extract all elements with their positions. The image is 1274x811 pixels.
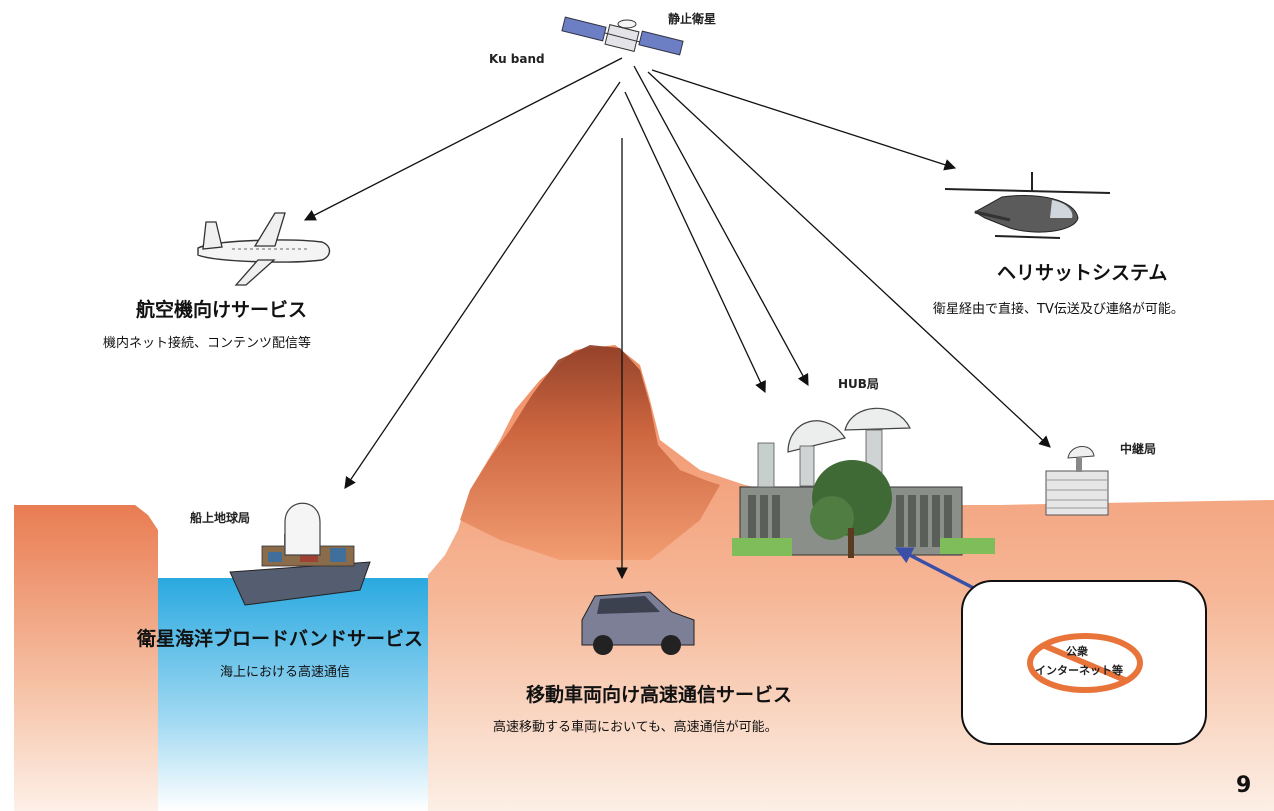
ku-band-label: Ku band — [489, 52, 545, 66]
arrow-to-hub-1 — [624, 91, 766, 394]
public-net-line1: 公衆 — [1066, 645, 1088, 658]
vehicle-service-desc: 高速移動する車両においても、高速通信が可能。 — [493, 720, 778, 735]
maritime-broadband-desc: 海上における高速通信 — [220, 665, 351, 680]
satellite-label: 静止衛星 — [668, 12, 717, 26]
mountain — [460, 345, 720, 560]
arrow-to-aircraft — [303, 57, 623, 221]
ship-station-label: 船上地球局 — [190, 511, 251, 525]
page-number: 9 — [1236, 773, 1252, 798]
arrow-to-hub-2 — [633, 65, 809, 387]
ship-icon — [229, 502, 371, 606]
prohibited-icon — [1027, 633, 1143, 693]
helicopter-system-title: ヘリサットシステム — [997, 262, 1168, 284]
relay-station-icon — [1045, 446, 1109, 516]
relay-station-label: 中継局 — [1120, 442, 1157, 456]
arrow-to-helicopter — [651, 69, 957, 171]
aircraft-service-title: 航空機向けサービス — [136, 299, 308, 321]
signal-arrows — [303, 57, 1051, 580]
left-cliff — [14, 505, 158, 811]
maritime-broadband-title: 衛星海洋ブロードバンドサービス — [137, 628, 423, 650]
aircraft-service-desc: 機内ネット接続、コンテンツ配信等 — [103, 336, 312, 351]
arrow-to-relay — [647, 71, 1051, 448]
arrow-to-ship — [344, 81, 621, 489]
airplane-icon — [197, 212, 331, 286]
helicopter-system-desc: 衛星経由で直接、TV伝送及び連絡が可能。 — [933, 302, 1184, 317]
satellite-icon — [561, 16, 684, 56]
vehicle-service-title: 移動車両向け高速通信サービス — [526, 684, 793, 706]
sea — [158, 578, 428, 811]
hub-station-icon — [732, 407, 995, 558]
hub-station-label: HUB局 — [838, 377, 879, 391]
vehicle-icon — [581, 591, 695, 655]
helicopter-icon — [944, 172, 1111, 239]
public-net-line2: インターネット等 — [1035, 664, 1123, 677]
